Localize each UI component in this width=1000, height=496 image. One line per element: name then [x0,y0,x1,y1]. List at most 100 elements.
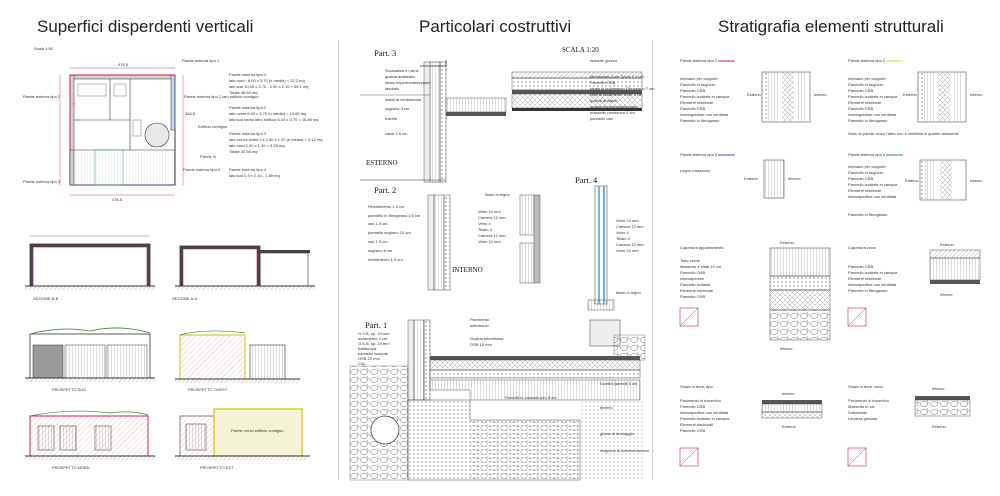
svg-text:Esterno: Esterno [940,242,955,247]
svg-text:Pannello isolante in canapa: Pannello isolante in canapa [848,270,898,275]
svg-text:Scossalina in rame: Scossalina in rame [385,68,420,73]
svg-text:Massetto 4 strati 10 cm: Massetto 4 strati 10 cm [680,264,722,269]
svg-text:telaio in legno: telaio in legno [616,290,641,295]
svg-text:Interno: Interno [970,92,983,97]
divider-right [652,40,653,480]
part-1-left-labels: O.S.B. sp. 24 mm isolamento 4 cm O.S.B. … [358,331,390,366]
svg-text:Pannello OSB: Pannello OSB [848,264,873,269]
svg-text:Solaio a terra, zona: Solaio a terra, zona [848,384,883,389]
svg-text:Pavimento in travertino: Pavimento in travertino [848,398,890,403]
title-center: Particolari costruttivi [419,17,572,36]
scale-label: SCALA 1:20 [562,46,599,54]
wall-contiguous-label: Parete esterna tipo 2 lato edificio cont… [184,94,259,99]
svg-text:Parete esterna tipo 4: Parete esterna tipo 4 [848,152,886,157]
svg-text:Intonaco per cappotti: Intonaco per cappotti [848,76,885,81]
svg-text:Interno: Interno [940,292,953,297]
svg-text:guaina impermeabilizzante: guaina impermeabilizzante [590,104,638,109]
svg-text:Parete esterna tipo 3: Parete esterna tipo 3 [680,152,718,157]
wall-label-3: Parete esterna tipo 3 [23,179,61,184]
svg-text:calce 1.5 cm: calce 1.5 cm [385,131,408,136]
svg-text:Interno: Interno [814,92,827,97]
svg-text:Esterno: Esterno [903,92,918,97]
svg-text:Intercapedine non ventilata: Intercapedine non ventilata [848,194,897,199]
svg-text:Pannello isolante in canapa: Pannello isolante in canapa [680,416,730,421]
svg-text:Pannello in fibrogesso: Pannello in fibrogesso [848,212,888,217]
divider-left [338,40,339,480]
svg-text:battiscopa: battiscopa [358,346,377,351]
svg-text:Elementi strutturali: Elementi strutturali [848,100,881,105]
svg-text:476.5: 476.5 [118,62,129,67]
svg-text:magrone di sottofondazione: magrone di sottofondazione [600,448,650,453]
svg-text:Intercapedine non ventilata: Intercapedine non ventilata [848,282,897,287]
part-3-label: Part. 3 [374,48,396,58]
svg-text:Esterno: Esterno [932,424,947,429]
svg-text:Pannello OSB: Pannello OSB [848,176,873,181]
svg-text:Camera 12 mm: Camera 12 mm [478,233,506,238]
svg-text:Pannello OSB: Pannello OSB [680,106,705,111]
svg-text:pannello in fibrogesso 1.5 cm: pannello in fibrogesso 1.5 cm [368,213,421,218]
svg-text:Parete esterna tipo 2: Parete esterna tipo 2 [848,58,886,63]
svg-text:Vetro 4: Vetro 4 [478,221,491,226]
svg-text:Esterno: Esterno [780,240,795,245]
svg-text:guaina ardesiata: guaina ardesiata [385,74,415,79]
svg-text:OSB 20 mm: OSB 20 mm [358,356,380,361]
svg-text:Esterno: Esterno [905,178,920,183]
svg-text:OSB 18 mm: OSB 18 mm [470,342,492,347]
svg-text:Intercapedine: Intercapedine [680,276,705,281]
elevation-east: PROSPETTO EST [200,465,234,470]
svg-text:Soletta pannelli 5 cm: Soletta pannelli 5 cm [600,381,638,386]
svg-text:Intercapedine non ventilata: Intercapedine non ventilata [680,410,729,415]
svg-text:Interno: Interno [788,176,801,181]
svg-text:Vetro 10 mm: Vetro 10 mm [616,248,639,253]
svg-text:Vetro 10 mm: Vetro 10 mm [616,218,639,223]
svg-text:sughero 4 cm: sughero 4 cm [385,106,410,111]
svg-text:lato ovest 6.00 x 3.70 (h: lato ovest 6.00 x 3.70 (h media) = 19.65… [229,111,306,116]
svg-text:Esterno: Esterno [782,424,797,429]
svg-text:Totale 30.94 mq: Totale 30.94 mq [229,149,257,154]
layer-card-roof-1: Copertura appartamento Tetto verde Masse… [679,240,831,351]
svg-text:Pannello OSB: Pannello OSB [848,106,873,111]
svg-text:listelli di ventilazione: listelli di ventilazione [385,97,422,102]
svg-text:Parete esterna tipo 1: Parete esterna tipo 1 [229,72,267,77]
svg-text:Pannello in sughero: Pannello in sughero [848,170,884,175]
part-1-label: Part. 1 [365,320,387,330]
svg-text:strato impermeabilizzante: strato impermeabilizzante [385,80,431,85]
svg-text:Copertura zona: Copertura zona [848,245,876,250]
svg-text:Pannello OSB: Pannello OSB [680,88,705,93]
svg-text:Guaina bituminosa: Guaina bituminosa [470,336,504,341]
svg-text:Pannello in sughero: Pannello in sughero [848,82,884,87]
part-4-label: Part. 4 [575,175,598,185]
svg-text:Esterno: Esterno [744,176,759,181]
svg-text:strato di isolamento Fibrolegn: strato di isolamento Fibrolegno 7 cm [590,86,655,91]
svg-text:Pannello OSB: Pannello OSB [590,80,615,85]
detail-part-2 [427,194,541,291]
svg-text:isolamento 4 cm: isolamento 4 cm [358,336,388,341]
svg-text:Elementi strutturali: Elementi strutturali [848,276,881,281]
svg-text:Pavimento in travertino: Pavimento in travertino [680,398,722,403]
svg-text:lato sud 10.00 x 3.70 - 0.90: lato sud 10.00 x 3.70 - 0.90 x 2.10 = 35… [229,84,309,89]
svg-text:Pavimento: Pavimento [470,317,490,322]
contiguous-wall-label: Parete verso edificio contiguo [231,428,284,433]
other-building-label: Edificio contiguo [198,124,228,129]
elevation-south: PROSPETTO SUD [52,387,86,392]
wall-label-4: Parete esterna tipo 4 [183,167,221,172]
svg-text:Pannello in fibrogesso: Pannello in fibrogesso [680,118,720,123]
svg-text:Interno: Interno [782,391,795,396]
svg-text:rivestimento 1.5 cm: rivestimento 1.5 cm [368,257,403,262]
svg-text:Lamiera grecata: Lamiera grecata [848,416,878,421]
svg-text:Telaio 4: Telaio 4 [616,236,631,241]
svg-text:guaina antigelo: guaina antigelo [590,98,618,103]
svg-text:Pannello OSB: Pannello OSB [680,404,705,409]
svg-text:Massetto in cls: Massetto in cls [848,404,874,409]
elevations [25,327,310,460]
interno-label: INTERNO [452,266,483,274]
section-bb: SEZIONE B-B [33,296,59,301]
svg-text:Nota: la parete verso l'altro: Nota: la parete verso l'altro non è vent… [848,131,960,136]
elevation-west: PROSPETTO OVEST [188,387,228,392]
svg-text:Legno massiccio: Legno massiccio [680,168,711,173]
svg-text:Intonaco per cappotti: Intonaco per cappotti [848,164,885,169]
svg-text:Interno: Interno [932,386,945,391]
svg-text:Elementi strutturali: Elementi strutturali [680,100,713,105]
